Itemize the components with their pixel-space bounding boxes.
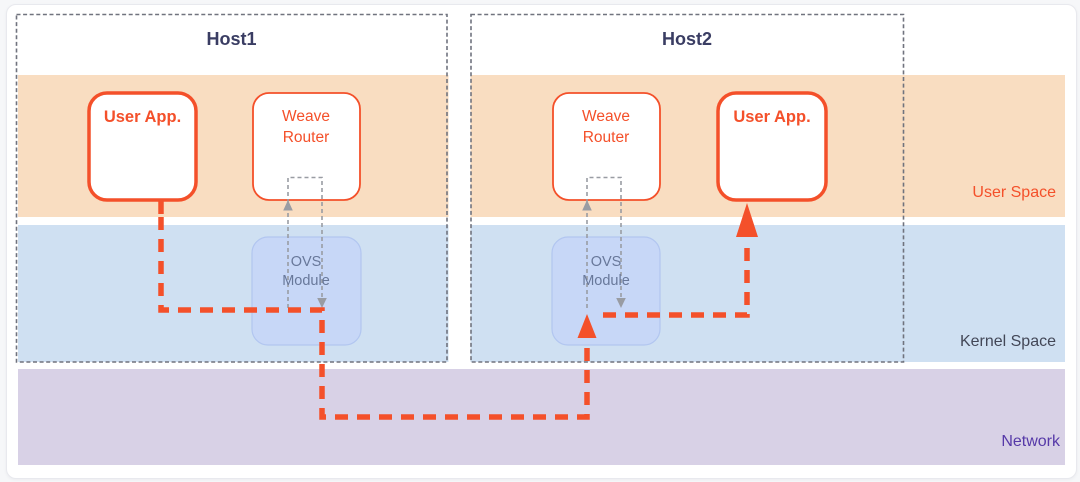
- host2-weave-router-box: [552, 92, 661, 201]
- host1-ovs-module-box: [251, 236, 362, 346]
- host1-weave-ovs-connector: [287, 176, 323, 308]
- host2-ovs-module-box: [551, 236, 661, 346]
- host2-border: [470, 13, 905, 363]
- kernel-space-band: [18, 225, 1065, 362]
- host-gap-divider: [448, 71, 471, 365]
- host1-weave-router-box: [252, 92, 361, 201]
- packet-into-user-app-arrowhead-icon: [736, 203, 758, 237]
- packet-into-ovs-arrowhead-icon: [577, 314, 597, 338]
- host1-border: [15, 13, 448, 363]
- host1-ovs-to-weave-arrowhead-icon: [283, 200, 293, 211]
- host1-user-app-box: [87, 91, 198, 202]
- host2-weave-ovs-connector: [586, 176, 622, 308]
- host2-ovs-to-weave-arrowhead-icon: [582, 200, 592, 211]
- host2-user-app-box: [716, 91, 828, 202]
- packet-path-host1-to-host2: [158, 217, 590, 420]
- host2-weave-to-ovs-arrowhead-icon: [616, 298, 626, 308]
- packet-path-ovs-to-user-app: [603, 239, 750, 318]
- host1-weave-to-ovs-arrowhead-icon: [317, 298, 327, 308]
